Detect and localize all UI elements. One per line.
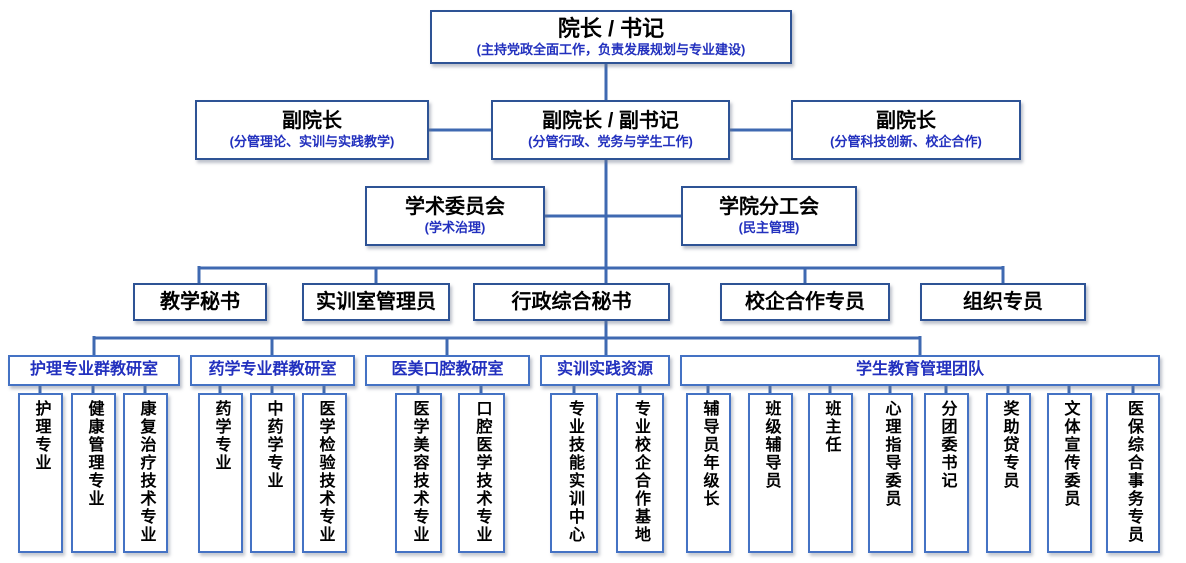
box-pharmacy-major: 药学专业 bbox=[198, 393, 243, 553]
box-dental-technology-major: 口腔医学技术专业 bbox=[458, 393, 505, 553]
group-header-pharmacy: 药学专业群教研室 bbox=[190, 355, 355, 386]
box-title: 学术委员会 bbox=[405, 196, 505, 219]
box-skills-training-center: 专业技能实训中心 bbox=[550, 393, 598, 553]
box-title: 实训室管理员 bbox=[316, 290, 436, 313]
box-scholarship-officer: 奖助贷专员 bbox=[986, 393, 1031, 553]
box-title: 行政综合秘书 bbox=[511, 290, 632, 313]
box-title: 院长 / 书记 bbox=[557, 15, 665, 41]
box-subtitle: (学术治理) bbox=[424, 220, 486, 236]
box-subtitle: (民主管理) bbox=[738, 220, 800, 236]
group-title: 学生教育管理团队 bbox=[855, 361, 984, 379]
box-title: 副院长 bbox=[282, 110, 342, 133]
box-medical-insurance-affairs: 医保综合事务专员 bbox=[1106, 393, 1160, 553]
box-title: 副院长 / 副书记 bbox=[542, 110, 679, 133]
box-health-management-major: 健康管理专业 bbox=[71, 393, 116, 553]
group-title: 药学专业群教研室 bbox=[208, 361, 337, 379]
box-school-enterprise-base: 专业校企合作基地 bbox=[616, 393, 664, 553]
box-vice-dean-deputy-secretary: 副院长 / 副书记 (分管行政、党务与学生工作) bbox=[491, 100, 730, 160]
group-title: 实训实践资源 bbox=[556, 361, 653, 379]
box-training-room-manager: 实训室管理员 bbox=[302, 283, 450, 321]
box-subtitle: (分管科技创新、校企合作) bbox=[830, 134, 982, 150]
box-subtitle: (主持党政全面工作，负责发展规划与专业建设) bbox=[476, 42, 746, 58]
box-class-counselor: 班级辅导员 bbox=[748, 393, 793, 553]
group-title: 护理专业群教研室 bbox=[29, 361, 158, 379]
box-vice-dean-innovation: 副院长 (分管科技创新、校企合作) bbox=[791, 100, 1021, 160]
box-title: 组织专员 bbox=[963, 290, 1043, 313]
box-psychological-guidance: 心理指导委员 bbox=[868, 393, 913, 553]
box-school-enterprise-officer: 校企合作专员 bbox=[720, 283, 890, 321]
box-head-teacher: 班主任 bbox=[808, 393, 853, 553]
box-title: 教学秘书 bbox=[160, 290, 240, 313]
group-header-medical-cosmetology-dental: 医美口腔教研室 bbox=[365, 355, 530, 386]
box-tcm-pharmacy-major: 中药学专业 bbox=[250, 393, 295, 553]
box-subtitle: (分管理论、实训与实践教学) bbox=[229, 134, 395, 150]
box-medical-cosmetology-major: 医学美容技术专业 bbox=[395, 393, 442, 553]
box-rehabilitation-major: 康复治疗技术专业 bbox=[123, 393, 168, 553]
box-college-union: 学院分工会 (民主管理) bbox=[681, 186, 857, 246]
box-title: 学院分工会 bbox=[719, 196, 819, 219]
box-vice-dean-teaching: 副院长 (分管理论、实训与实践教学) bbox=[195, 100, 429, 160]
box-medical-lab-major: 医学检验技术专业 bbox=[302, 393, 347, 553]
group-header-nursing: 护理专业群教研室 bbox=[8, 355, 180, 386]
box-title: 校企合作专员 bbox=[745, 290, 865, 313]
box-teaching-secretary: 教学秘书 bbox=[133, 283, 267, 321]
box-academic-committee: 学术委员会 (学术治理) bbox=[365, 186, 545, 246]
box-admin-secretary: 行政综合秘书 bbox=[473, 283, 670, 321]
box-subtitle: (分管行政、党务与学生工作) bbox=[528, 134, 693, 150]
group-header-student-management: 学生教育管理团队 bbox=[680, 355, 1160, 386]
group-header-training-resources: 实训实践资源 bbox=[540, 355, 670, 386]
box-culture-sports-publicity: 文体宣传委员 bbox=[1047, 393, 1092, 553]
box-youth-league-secretary: 分团委书记 bbox=[924, 393, 969, 553]
box-counselor-grade-leader: 辅导员年级长 bbox=[686, 393, 731, 553]
box-dean-secretary: 院长 / 书记 (主持党政全面工作，负责发展规划与专业建设) bbox=[430, 10, 792, 64]
box-nursing-major: 护理专业 bbox=[18, 393, 63, 553]
box-title: 副院长 bbox=[876, 110, 936, 133]
group-title: 医美口腔教研室 bbox=[391, 361, 504, 379]
box-organization-officer: 组织专员 bbox=[920, 283, 1086, 321]
